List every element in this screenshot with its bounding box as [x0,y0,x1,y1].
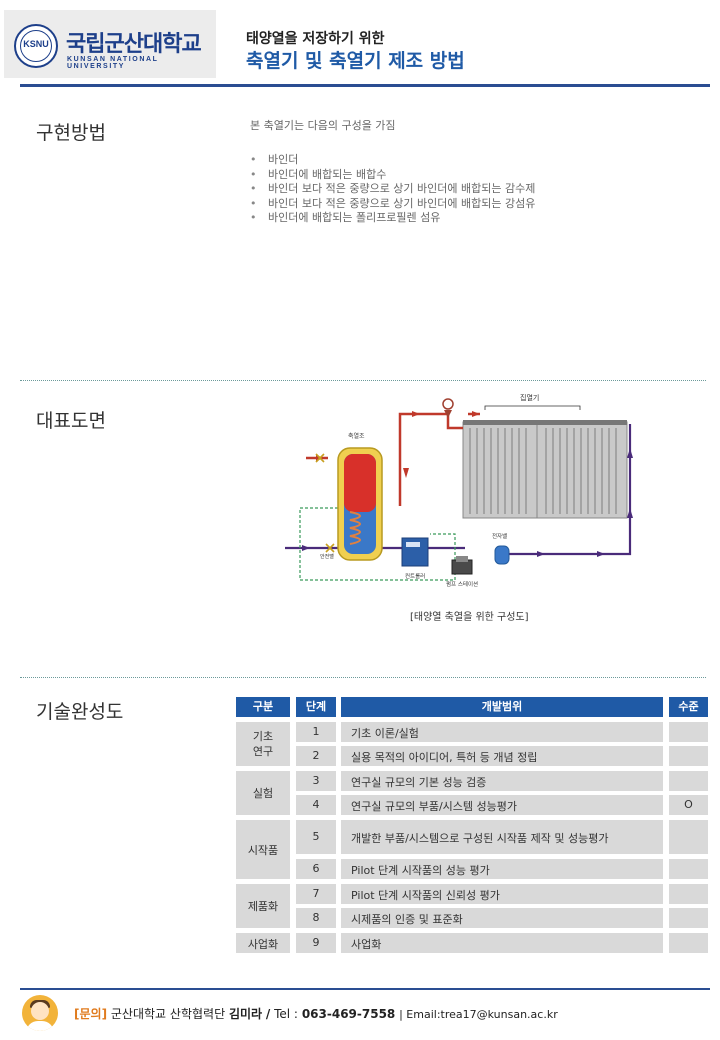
level-cell [669,933,708,953]
contact-org: 군산대학교 산학협력단 [110,1007,226,1021]
section-divider [20,380,706,381]
pump-station-label: 펌프 스테이션 [446,580,478,588]
step-cell: 2 [296,746,336,766]
scope-cell: 연구실 규모의 부품/시스템 성능평가 [341,795,663,815]
inquiry-tag: [문의] [74,1007,108,1021]
level-cell: O [669,795,708,815]
step-cell: 6 [296,859,336,879]
page-title: 축열기 및 축열기 제조 방법 [246,50,465,72]
scope-cell: 실용 목적의 아이디어, 특허 등 개념 정립 [341,746,663,766]
section-label-method: 구현방법 [36,122,106,144]
step-cell: 4 [296,795,336,815]
scope-cell: 개발한 부품/시스템으로 구성된 시작품 제작 및 성능평가 [341,820,663,854]
logo-name-eng: KUNSAN NATIONAL UNIVERSITY [67,56,159,70]
logo-badge: KSNU [23,39,49,49]
level-cell [669,746,708,766]
level-cell [669,722,708,742]
contact-info: [문의] 군산대학교 산학협력단 김미라 / Tel : 063-469-755… [74,1005,558,1022]
contact-avatar [22,995,58,1031]
column-header: 개발범위 [341,697,663,717]
column-header: 구분 [236,697,290,717]
method-bullet-list: 바인더 바인더에 배합되는 배합수 바인더 보다 적은 중량으로 상기 바인더에… [250,153,535,226]
step-cell: 8 [296,908,336,928]
level-cell [669,771,708,791]
method-intro: 본 축열기는 다음의 구성을 가짐 [250,119,396,132]
list-item: 바인더 [250,153,535,168]
step-cell: 7 [296,884,336,904]
emblem-icon: KSNU [14,24,58,68]
scope-cell: Pilot 단계 시작품의 신뢰성 평가 [341,884,663,904]
header-divider [20,84,710,87]
column-header: 수준 [669,697,708,717]
column-header: 단계 [296,697,336,717]
expansion-label: 전자밸 [492,532,507,540]
contact-tel[interactable]: 063-469-7558 [301,1007,396,1021]
list-item: 바인더에 배합되는 폴리프로필렌 섬유 [250,211,535,226]
scope-cell: 기초 이론/실험 [341,722,663,742]
tel-label: Tel : [274,1007,298,1021]
section-label-drawing: 대표도면 [36,410,106,432]
step-cell: 3 [296,771,336,791]
group-cell: 사업화 [236,933,290,953]
list-item: 바인더에 배합되는 배합수 [250,168,535,183]
level-cell [669,859,708,879]
step-cell: 1 [296,722,336,742]
logo-name-kor: 국립군산대학교 [66,32,202,57]
group-cell: 제품화 [236,884,290,928]
scope-cell: Pilot 단계 시작품의 성능 평가 [341,859,663,879]
group-cell: 시작품 [236,820,290,879]
group-cell: 기초 연구 [236,722,290,766]
solar-system-diagram: 집열기 축열조 안전밸 컨트롤러 펌프 스테이션 [285,393,633,588]
level-cell [669,884,708,904]
scope-cell: 시제품의 인증 및 표준화 [341,908,663,928]
step-cell: 5 [296,820,336,854]
level-cell [669,820,708,854]
scope-cell: 사업화 [341,933,663,953]
group-cell: 실험 [236,771,290,815]
safety-valve-label: 안전밸 [320,553,334,560]
section-divider [20,677,706,678]
list-item: 바인더 보다 적은 중량으로 상기 바인더에 배합되는 강섬유 [250,197,535,212]
contact-separator: / [265,1007,271,1021]
section-label-trl: 기술완성도 [36,701,124,723]
page-subtitle: 태양열을 저장하기 위한 [246,31,385,47]
level-cell [669,908,708,928]
controller-label: 컨트롤러 [405,572,425,580]
step-cell: 9 [296,933,336,953]
university-logo: KSNU 국립군산대학교 KUNSAN NATIONAL UNIVERSITY [4,10,216,78]
contact-email[interactable]: | Email:trea17@kunsan.ac.kr [399,1008,558,1021]
footer-divider [20,988,710,990]
figure-caption: [태양열 축열을 위한 구성도] [410,612,529,623]
list-item: 바인더 보다 적은 중량으로 상기 바인더에 배합되는 감수제 [250,182,535,197]
collector-label: 집열기 [520,393,539,402]
collector-panels [462,420,628,519]
contact-name: 김미라 [228,1007,263,1021]
scope-cell: 연구실 규모의 기본 성능 검증 [341,771,663,791]
tank-label: 축열조 [348,432,365,440]
